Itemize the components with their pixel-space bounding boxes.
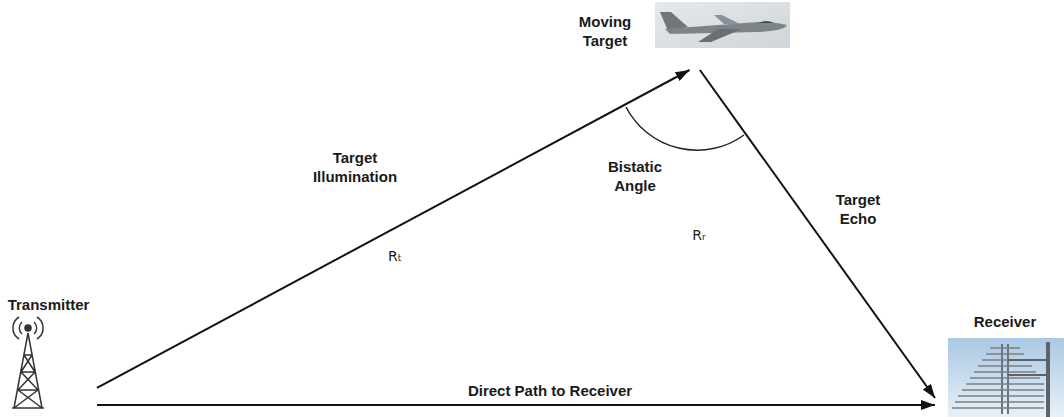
photo-ground [655,2,790,48]
canopy [758,21,774,23]
path-label-box: Direct Path to Receiver [410,381,690,400]
node-label: Moving Target [565,12,645,50]
path-label-box: Target Echo [822,190,894,228]
wing [714,15,740,24]
receiver-node: Receiver [935,308,1064,417]
angle-arc [626,107,744,150]
signal-path [700,70,935,398]
angle-label: Bistatic Angle [590,157,680,195]
signal-path [97,70,690,388]
photo-ground [948,338,1064,417]
tower-icon [12,317,44,408]
angle-label-box: Bistatic Angle [590,157,680,195]
range-label-box: Rₜ [378,247,412,266]
range-label: Rₜ [378,247,412,266]
mast [1046,342,1050,417]
node-label: Transmitter [2,295,95,314]
antenna-mount [1008,360,1048,375]
path-label: Direct Path to Receiver [410,381,690,400]
range-label-box: Rᵣ [682,226,716,245]
antenna-photo [948,338,1064,417]
path-label-box: Target Illumination [295,148,415,186]
target-node: Moving Target [565,4,790,70]
wing [698,29,742,42]
tower-emitter [25,325,31,331]
signal-path [97,404,935,406]
range-label: Rᵣ [682,226,716,245]
transmitter-node: Transmitter [2,295,97,412]
aircraft-photo [655,2,790,48]
node-label: Receiver [953,312,1057,331]
path-label: Target Echo [822,190,894,228]
tower-lattice [12,333,44,408]
path-label: Target Illumination [295,148,415,186]
antenna-elements [952,348,1044,408]
